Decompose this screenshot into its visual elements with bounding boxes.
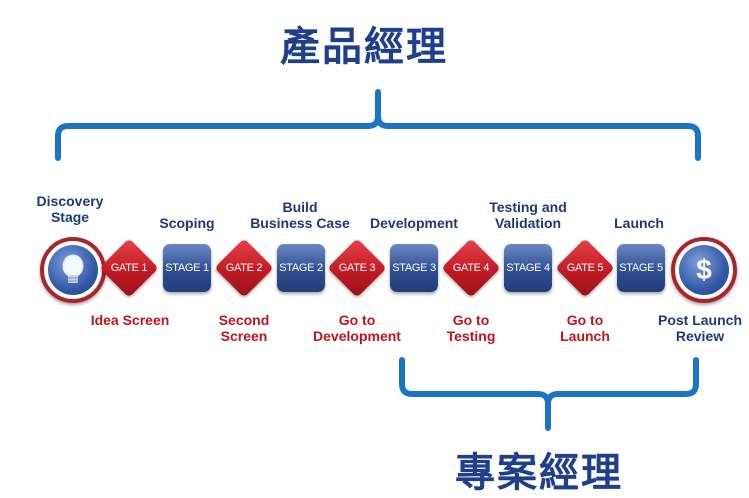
gate-1-label: GATE 1 [110, 262, 148, 274]
gate-3: GATE 3 [327, 238, 387, 298]
label-second-screen: Second Screen [218, 312, 270, 344]
lightbulb-icon [62, 254, 84, 283]
label-idea-screen: Idea Screen [90, 312, 170, 328]
bottom-bracket [399, 357, 699, 431]
label-go-to-launch: Go to Launch [560, 312, 610, 344]
gate-5: GATE 5 [555, 238, 615, 298]
stage-4: STAGE 4 [504, 244, 552, 292]
project-manager-title: 專案經理 [455, 450, 623, 496]
label-go-to-development: Go to Development [313, 312, 401, 344]
dollar-icon: $ [696, 254, 712, 285]
label-testing-validation: Testing and Validation [489, 199, 567, 231]
gate-2: GATE 2 [214, 238, 274, 298]
stage-5: STAGE 5 [617, 244, 665, 292]
stage-2: STAGE 2 [277, 244, 325, 292]
gate-4-label: GATE 4 [452, 262, 490, 274]
label-build-business-case: Build Business Case [250, 199, 350, 231]
gate-2-label: GATE 2 [225, 262, 263, 274]
label-development: Development [370, 215, 458, 231]
discovery-circle [40, 237, 106, 303]
label-post-launch-review: Post Launch Review [657, 312, 742, 344]
post-launch-circle: $ [671, 237, 737, 303]
gate-3-label: GATE 3 [338, 262, 376, 274]
label-launch: Launch [614, 215, 664, 231]
top-bracket [55, 89, 701, 161]
gate-5-label: GATE 5 [566, 262, 604, 274]
label-scoping: Scoping [159, 215, 215, 231]
gate-4: GATE 4 [441, 238, 501, 298]
label-discovery-stage: Discovery Stage [36, 193, 104, 225]
label-go-to-testing: Go to Testing [446, 312, 496, 344]
product-manager-title: 產品經理 [280, 24, 448, 70]
stage-1: STAGE 1 [163, 244, 211, 292]
stage-3: STAGE 3 [390, 244, 438, 292]
gate-1: GATE 1 [99, 238, 159, 298]
